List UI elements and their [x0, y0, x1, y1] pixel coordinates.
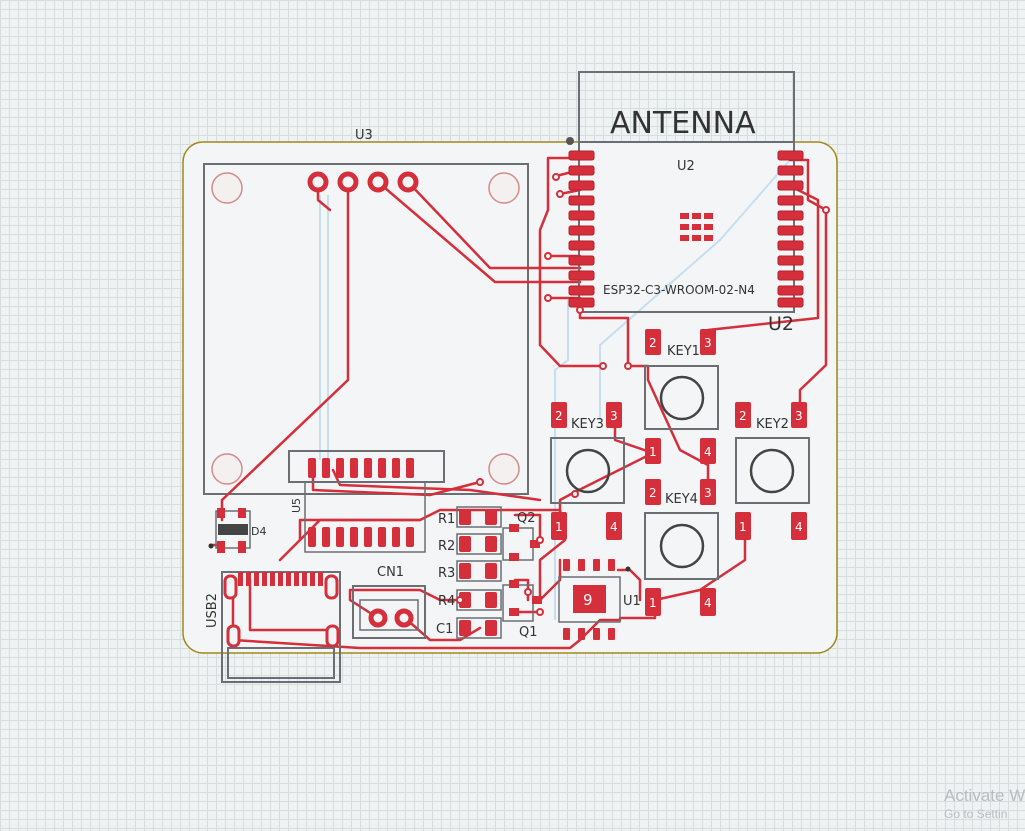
u2-bottom-label: U2 [768, 313, 794, 335]
q2-label: Q2 [517, 511, 536, 526]
u5-bottom-pads [308, 527, 414, 547]
key4-pad-4: 4 [704, 596, 712, 610]
passives[interactable]: R1 R2 R3 R4 C1 [436, 506, 502, 639]
u3-label: U3 [355, 128, 373, 143]
u5-label: U5 [290, 498, 303, 513]
mount-hole-br [488, 453, 520, 485]
r1-label: R1 [438, 512, 455, 527]
key1-label: KEY1 [667, 344, 700, 359]
usb2-label: USB2 [205, 593, 220, 628]
u2-left-pads [568, 150, 595, 308]
key4-label: KEY4 [665, 492, 698, 507]
u2-module-name: ESP32-C3-WROOM-02-N4 [603, 283, 755, 297]
key2-pad-4: 4 [795, 520, 803, 534]
key1-pad-1: 1 [649, 445, 657, 459]
mount-hole-bl [211, 453, 243, 485]
key3-pad-2: 2 [555, 409, 563, 423]
key2-pad-3: 3 [795, 409, 803, 423]
key1-pad-3: 3 [704, 336, 712, 350]
u1-center-pad-number: 9 [583, 591, 593, 609]
key1-pad-2: 2 [649, 336, 657, 350]
key1-pad-4: 4 [704, 445, 712, 459]
u2-right-pads [777, 150, 804, 308]
usb2-pads [238, 572, 323, 586]
c1-capacitor[interactable]: C1 [436, 617, 502, 639]
key2-switch[interactable]: 2 3 1 4 KEY2 [735, 402, 810, 540]
vias [456, 173, 830, 616]
key3-switch[interactable]: 2 3 1 4 KEY3 [550, 402, 625, 540]
mount-hole-tl [211, 172, 243, 204]
d4-label: D4 [251, 525, 266, 538]
key4-switch[interactable]: 2 3 1 4 KEY4 [644, 479, 719, 616]
key3-label: KEY3 [571, 417, 604, 432]
copper-traces [208, 156, 828, 650]
d4-pin1-dot [208, 543, 214, 549]
key3-pad-4: 4 [610, 520, 618, 534]
key2-label: KEY2 [756, 417, 789, 432]
r3-label: R3 [438, 566, 455, 581]
watermark-line2: Go to Settin [944, 807, 1008, 821]
u2-module[interactable]: U2 ESP32-C3-WROOM-02-N4 U2 [568, 141, 804, 335]
u3-display[interactable]: U3 [203, 128, 529, 495]
u3-header-pins [307, 171, 419, 193]
u5-connector[interactable]: U5 [288, 450, 445, 553]
watermark-line1: Activate W [944, 786, 1025, 805]
key4-pad-3: 3 [704, 486, 712, 500]
u1-pin1-dot [625, 566, 631, 572]
u1-ic[interactable]: 9 U1 [558, 559, 641, 640]
antenna-area: ANTENNA [578, 71, 795, 143]
key4-pad-1: 1 [649, 596, 657, 610]
d4-diode[interactable]: D4 [208, 508, 267, 553]
origin-marker [566, 137, 574, 145]
cn1-label: CN1 [377, 565, 404, 580]
r2-resistor[interactable]: R2 [438, 533, 502, 555]
key1-switch[interactable]: 2 3 1 4 KEY1 [644, 329, 719, 464]
r3-resistor[interactable]: R3 [438, 560, 502, 582]
r4-label: R4 [438, 594, 455, 609]
key2-pad-2: 2 [739, 409, 747, 423]
r2-label: R2 [438, 539, 455, 554]
r4-resistor[interactable]: R4 [438, 589, 502, 611]
u1-label: U1 [623, 594, 641, 609]
q1-transistor[interactable]: Q1 [502, 580, 542, 640]
key3-pad-1: 1 [555, 520, 563, 534]
u2-top-label: U2 [677, 159, 695, 174]
u2-center-pads [680, 213, 713, 241]
cn1-connector[interactable]: CN1 [352, 565, 426, 639]
usb2-connector[interactable]: USB2 [205, 571, 341, 683]
r1-resistor[interactable]: R1 [438, 506, 502, 528]
key4-pad-2: 2 [649, 486, 657, 500]
u5-top-pads [308, 458, 414, 478]
board-outline [182, 141, 838, 654]
c1-label: C1 [436, 622, 453, 637]
u1-pads [563, 559, 615, 640]
q1-label: Q1 [519, 625, 538, 640]
antenna-label: ANTENNA [610, 106, 756, 141]
key3-pad-3: 3 [610, 409, 618, 423]
activation-watermark: Activate W Go to Settin [944, 786, 1025, 822]
q2-transistor[interactable]: Q2 [502, 511, 540, 561]
mount-hole-tr [488, 172, 520, 204]
key2-pad-1: 1 [739, 520, 747, 534]
